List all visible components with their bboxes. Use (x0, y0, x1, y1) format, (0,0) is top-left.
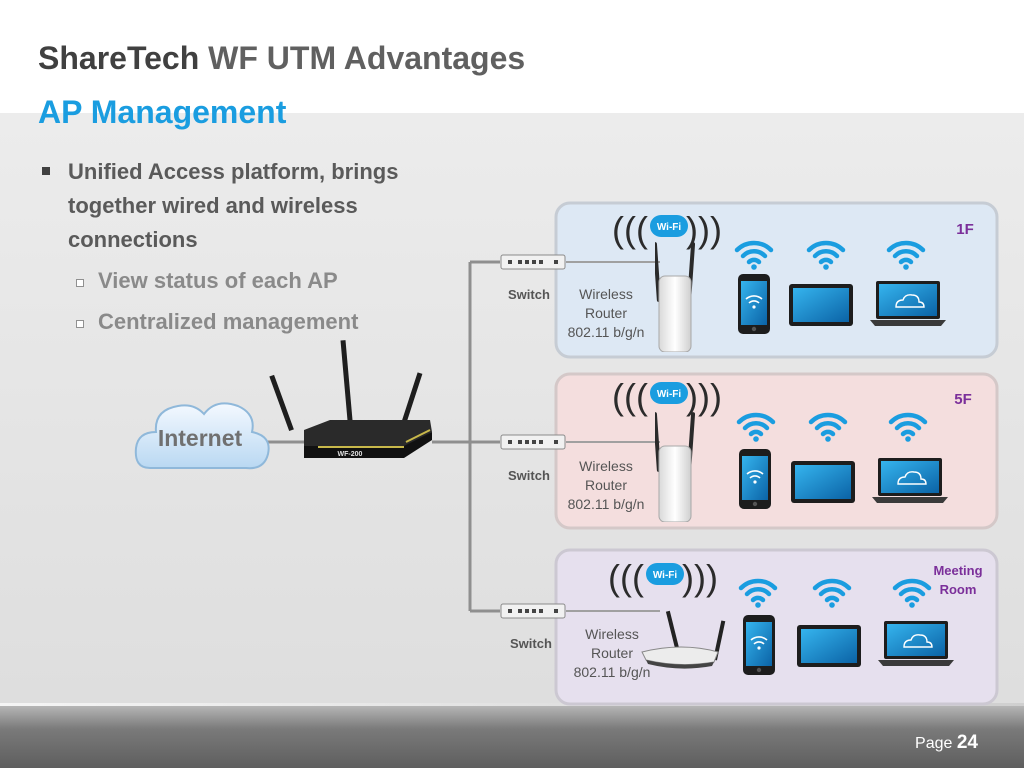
bullet-item: Unified Access platform, brings together… (40, 155, 460, 257)
hollow-square-bullet-icon (76, 320, 84, 328)
wireless-router-icon (641, 610, 726, 669)
switch-label: Switch (508, 287, 550, 302)
floor-label: Meeting (933, 563, 982, 578)
footer-bar (0, 703, 1024, 768)
bullet-list: Unified Access platform, brings together… (40, 155, 460, 339)
tablet-icon (791, 461, 855, 503)
network-cabling (266, 260, 500, 613)
wifi-badge-icon: ((( ))) (612, 209, 722, 250)
sub-bullet-text: View status of each AP (98, 268, 338, 293)
title-rest: WF UTM Advantages (208, 40, 526, 76)
switch-label: Switch (508, 468, 550, 483)
switch-icon (500, 603, 566, 619)
router-label-line: Wireless (579, 458, 633, 474)
wifi-badge-icon: ((( ))) (608, 557, 718, 598)
slide-title: ShareTech WF UTM Advantages (38, 40, 525, 77)
switch-icon (500, 434, 566, 450)
svg-text:))): ))) (686, 376, 722, 417)
router-label-line: 802.11 b/g/n (568, 496, 645, 512)
sub-bullet-item: View status of each AP (40, 264, 460, 298)
internet-label: Internet (158, 425, 243, 451)
router-label-line: Router (585, 305, 627, 321)
tablet-icon (797, 625, 861, 667)
floor-label: 1F (956, 221, 974, 238)
bullet-text: Unified Access platform, brings together… (68, 159, 399, 252)
svg-text:(((: ((( (612, 209, 648, 250)
wifi-badge-label: Wi-Fi (657, 389, 682, 400)
title-brand: ShareTech (38, 40, 200, 76)
router-label-line: Router (591, 645, 633, 661)
floor-label: 5F (954, 391, 972, 408)
page-label: Page (915, 735, 953, 752)
switch-label: Switch (510, 636, 552, 651)
hollow-square-bullet-icon (76, 279, 84, 287)
wifi-badge-label: Wi-Fi (657, 222, 682, 233)
page-number: Page 24 (915, 732, 978, 754)
utm-model-label: WF-200 (338, 451, 363, 458)
smartphone-icon (738, 448, 772, 510)
smartphone-icon (742, 614, 776, 676)
wifi-badge-icon: ((( ))) (612, 376, 722, 417)
router-label-line: 802.11 b/g/n (568, 324, 645, 340)
square-bullet-icon (42, 167, 50, 175)
slide-subtitle: AP Management (38, 94, 287, 130)
router-label-line: Wireless (579, 286, 633, 302)
utm-appliance-icon (269, 340, 432, 458)
router-label-line: Wireless (585, 626, 639, 642)
svg-text:))): ))) (682, 557, 718, 598)
router-label-line: Router (585, 477, 627, 493)
tablet-icon (789, 284, 853, 326)
page-number-value: 24 (956, 732, 978, 753)
footer-divider (0, 703, 1024, 706)
sub-bullet-item: Centralized management (40, 305, 460, 339)
router-label-line: 802.11 b/g/n (574, 664, 651, 680)
floor-label: Room (940, 582, 977, 597)
svg-text:(((: ((( (608, 557, 644, 598)
sub-bullet-text: Centralized management (98, 309, 359, 334)
internet-cloud-icon (134, 402, 270, 470)
svg-text:(((: ((( (612, 376, 648, 417)
switch-icon (500, 254, 566, 270)
smartphone-icon (737, 273, 771, 335)
wifi-badge-label: Wi-Fi (653, 570, 678, 581)
